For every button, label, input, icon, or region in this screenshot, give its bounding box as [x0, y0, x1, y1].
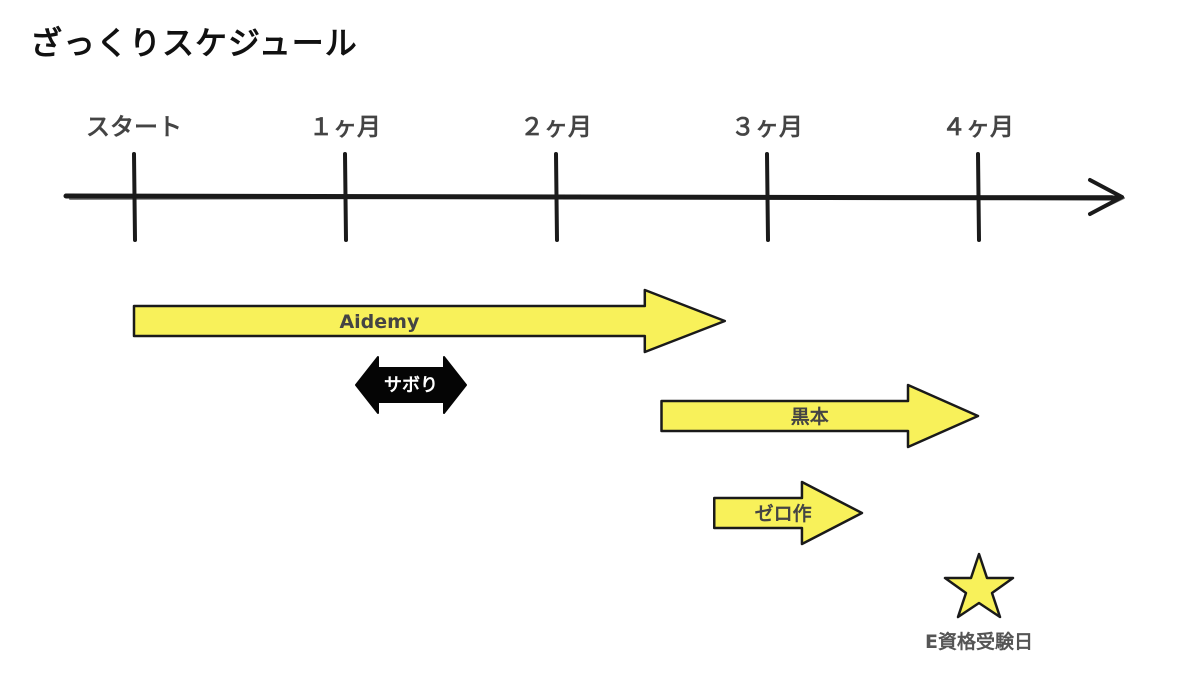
- task-arrow-shape: [713, 480, 864, 546]
- exam-date-label: E資格受験日: [925, 630, 1033, 653]
- break-period-arrow: サボり: [355, 356, 467, 414]
- timeline-tick: [554, 152, 559, 242]
- timeline-axis-texture: [69, 195, 1113, 200]
- timeline-tick: [132, 152, 137, 242]
- task-arrow-shape: [660, 383, 980, 449]
- star-icon: [943, 552, 1015, 619]
- timeline-tick: [343, 152, 348, 242]
- task-arrow: 黒本: [660, 383, 980, 449]
- task-label: ゼロ作: [755, 502, 812, 525]
- milestone-label: スタート: [86, 113, 182, 141]
- exam-goal: E資格受験日: [925, 552, 1033, 653]
- break-period-label: サボり: [384, 375, 438, 396]
- milestone-label: ２ヶ月: [520, 113, 592, 141]
- break-period-shape: [355, 356, 467, 414]
- milestone-label: ３ヶ月: [731, 113, 803, 141]
- timeline-ticks: スタート １ヶ月 ２ヶ月 ３ヶ月 ４ヶ月: [86, 113, 1014, 242]
- milestone-label: ４ヶ月: [942, 113, 1014, 141]
- task-arrow: Aidemy: [132, 288, 727, 354]
- timeline-arrowhead-icon: [1088, 178, 1125, 216]
- milestone-label: １ヶ月: [309, 113, 381, 141]
- task-label: Aidemy: [339, 311, 420, 333]
- task-label: 黒本: [791, 405, 829, 428]
- timeline-tick: [765, 152, 770, 242]
- timeline-tick: [976, 152, 981, 242]
- page-title: ざっくりスケジュール: [30, 24, 358, 62]
- task-arrow-shape: [132, 288, 727, 354]
- task-arrow: ゼロ作: [713, 480, 864, 546]
